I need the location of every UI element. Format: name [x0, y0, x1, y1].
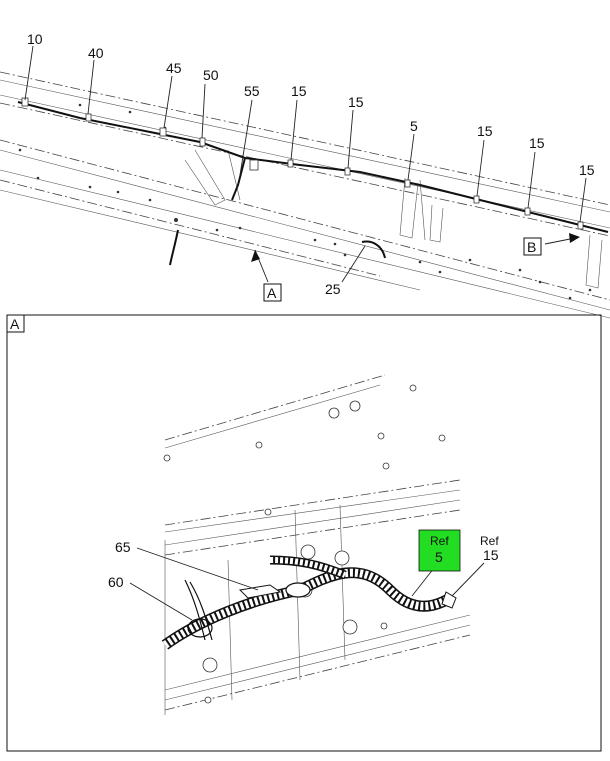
callout-65: 65 — [115, 539, 131, 555]
callout-15b: 15 — [348, 94, 364, 110]
callout-15c: 15 — [477, 123, 493, 139]
detail-leader-lines — [129, 547, 485, 621]
detail-braided-harness — [161, 555, 457, 650]
ref-5-highlight — [418, 529, 461, 572]
callout-25: 25 — [325, 281, 341, 297]
callout-50: 50 — [203, 67, 219, 83]
callout-5: 5 — [410, 118, 418, 134]
callout-15d: 15 — [529, 135, 545, 151]
ref-15-label: Ref — [480, 534, 499, 548]
svg-text:A: A — [267, 285, 277, 301]
ref-5-number: 5 — [435, 549, 443, 565]
callout-55: 55 — [244, 83, 260, 99]
ref-5-box: Ref 5 — [418, 529, 461, 572]
view-b-tag: B — [523, 237, 542, 256]
callout-10: 10 — [27, 31, 43, 47]
top-callouts: 10 40 45 50 55 15 15 5 15 15 15 25 — [27, 31, 595, 297]
top-leader-lines — [24, 45, 587, 283]
callout-45: 45 — [166, 60, 182, 76]
ref-15-number: 15 — [483, 547, 499, 563]
callout-15a: 15 — [291, 83, 307, 99]
detail-view-frame: A — [6, 314, 602, 752]
ref-15-callout: Ref 15 — [480, 534, 499, 563]
callout-40: 40 — [88, 45, 104, 61]
detail-callouts: 65 60 — [108, 539, 131, 590]
wiring-harness-run — [17, 97, 609, 266]
detail-title-tag: A — [10, 316, 20, 332]
ref-5-label: Ref — [430, 534, 449, 548]
svg-text:B: B — [527, 239, 536, 255]
callout-60: 60 — [108, 574, 124, 590]
detail-frame-rail — [163, 374, 471, 715]
view-a-tag: A — [263, 283, 282, 302]
frame-rail-assembly — [0, 71, 610, 319]
callout-15e: 15 — [579, 162, 595, 178]
